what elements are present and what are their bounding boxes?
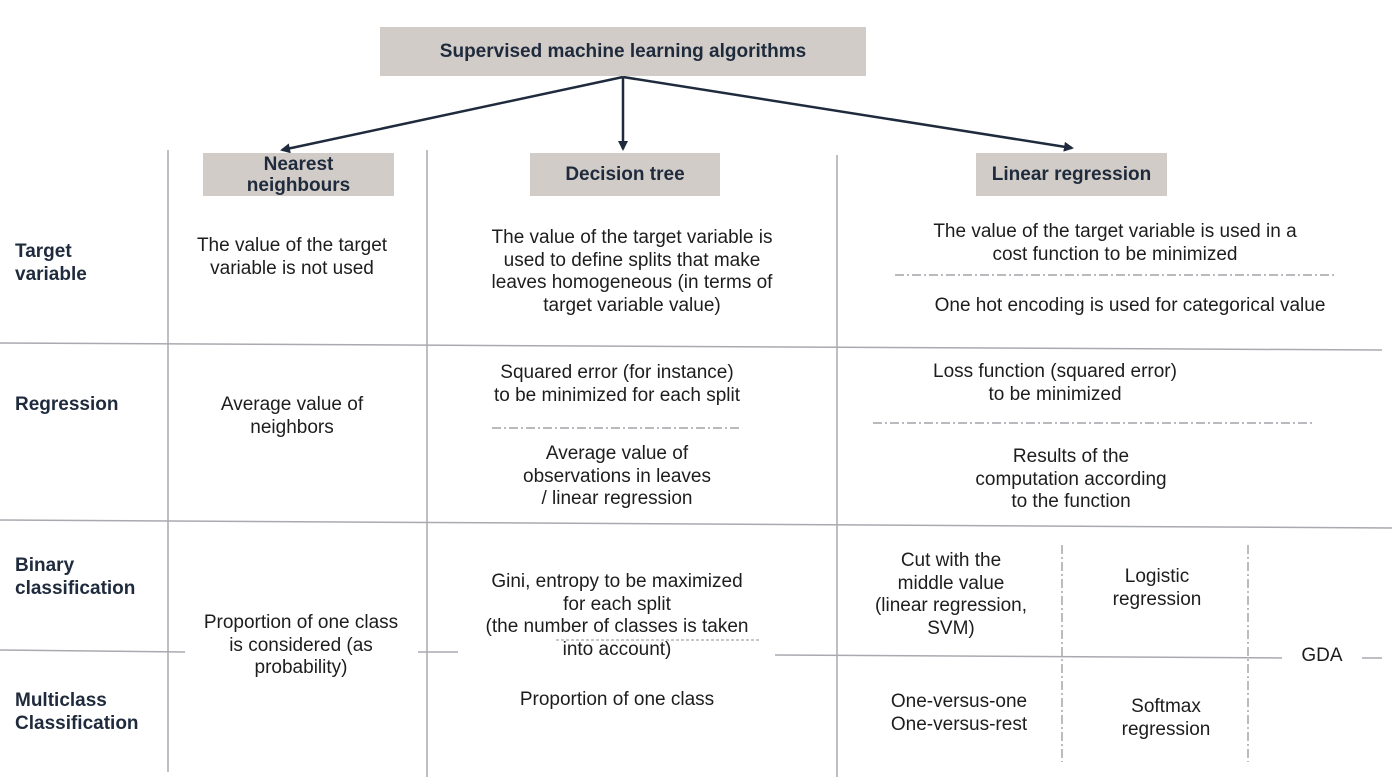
lr-multiclass-cell-2: Softmax regression	[1121, 696, 1211, 740]
row-label-target-variable: Target variable	[15, 241, 87, 285]
linear-regression-label: Linear regression	[991, 164, 1152, 185]
lr-regression-cell-1: Loss function (squared error) to be mini…	[933, 361, 1177, 405]
lr-binary-cell-1: Cut with the middle value (linear regres…	[874, 550, 1028, 639]
linear-regression-box: Linear regression	[976, 153, 1167, 196]
dt-target-cell: The value of the target variable is used…	[491, 227, 773, 316]
row-separator-2	[0, 519, 1393, 529]
row-separator-3c	[774, 654, 1283, 659]
row-label-regression: Regression	[15, 394, 119, 415]
lr-binary-cell-2: Logistic regression	[1112, 566, 1202, 610]
lr-target-cell-1: The value of the target variable is used…	[933, 221, 1297, 265]
nn-target-cell: The value of the target variable is not …	[196, 235, 388, 279]
nn-regression-cell: Average value of neighbors	[220, 394, 364, 438]
dt-regression-cell-1: Squared error (for instance) to be minim…	[493, 362, 741, 406]
dt-multiclass-cell: Proportion of one class	[519, 689, 715, 710]
lr-target-cell-2: One hot encoding is used for categorical…	[934, 295, 1326, 316]
row-separator-1	[0, 342, 1383, 351]
lr-multiclass-cell-1: One-versus-one One-versus-rest	[890, 691, 1028, 735]
arrow-to-nearest-neighbours	[280, 75, 624, 154]
decision-tree-box: Decision tree	[530, 153, 720, 196]
nearest-neighbours-box: Nearest neighbours	[203, 153, 394, 196]
nn-classification-cell: Proportion of one class is considered (a…	[203, 612, 399, 678]
dt-regression-cell-2: Average value of observations in leaves …	[523, 443, 711, 509]
nearest-neighbours-label: Nearest neighbours	[246, 153, 351, 196]
lr-regression-cell-2: Results of the computation according to …	[975, 446, 1167, 512]
row-separator-3a	[0, 649, 186, 653]
row-label-binary-classification: Binary classification	[15, 555, 136, 599]
root-label: Supervised machine learning algorithms	[439, 41, 807, 62]
dt-binary-cell: Gini, entropy to be maximized for each s…	[485, 571, 749, 660]
decision-tree-label: Decision tree	[565, 164, 685, 185]
row-label-multiclass-classification: Multiclass Classification	[15, 690, 139, 734]
gda-cell: GDA	[1284, 645, 1360, 668]
arrow-to-linear-regression	[622, 75, 1074, 152]
root-box: Supervised machine learning algorithms	[380, 27, 866, 76]
